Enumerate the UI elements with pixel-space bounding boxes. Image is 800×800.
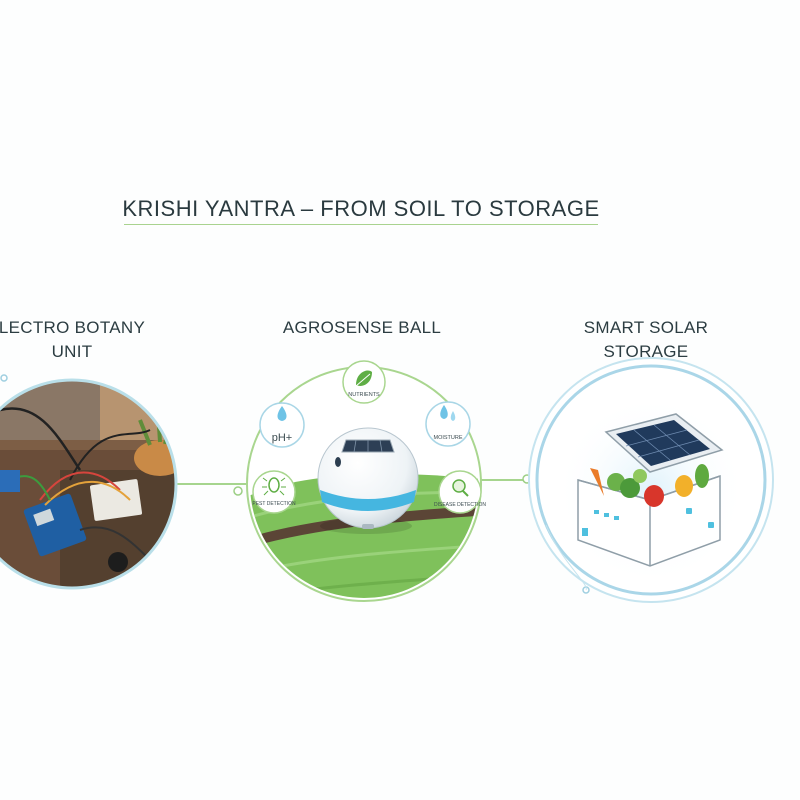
magnifier-icon [452,479,466,493]
electro-botany-unit-circle [0,378,178,590]
connector-node-left [233,486,243,496]
agrosense-ball-circle: NUTRIENTS pH+ MOISTURE PEST DETECTION DI… [246,360,486,602]
agrosense-ball-label-line1: AGROSENSE BALL [282,318,442,337]
bug-icon [268,477,280,493]
moisture-drop-icon [440,405,448,419]
smart-solar-storage-label-line1: SMART SOLAR [583,318,709,337]
moisture-badge: MOISTURE [425,401,471,447]
title-underline [124,224,598,225]
smart-solar-storage-label: SMART SOLAR STORAGE [546,316,746,364]
ph-label: pH+ [272,432,293,444]
electro-botany-label: LECTRO BOTANY UNIT [0,316,162,364]
agrosense-ball-device [317,427,419,534]
pest-detection-badge: PEST DETECTION [252,470,296,514]
smart-solar-storage-circle [528,357,774,603]
disease-detection-label: DISEASE DETECTION [434,502,486,508]
disease-detection-badge: DISEASE DETECTION [434,470,486,514]
solar-panel-icon [616,420,710,466]
electro-botany-ring [0,378,178,590]
connector-node-top-left [0,374,8,382]
diagram-title: KRISHI YANTRA – FROM SOIL TO STORAGE [122,196,600,221]
nutrients-label: NUTRIENTS [348,392,380,398]
pest-detection-label: PEST DETECTION [252,501,296,507]
solar-storage-box [577,413,724,567]
vegetables [590,464,709,507]
electro-botany-photo [0,380,176,588]
water-drop-icon [277,406,287,421]
moisture-label: MOISTURE [433,435,462,441]
smart-solar-storage-label-line2: STORAGE [603,342,689,361]
ph-badge: pH+ [259,402,305,448]
agrosense-ball-label: AGROSENSE BALL [262,316,462,340]
electro-botany-label-line1: LECTRO BOTANY [0,318,146,337]
nutrients-badge: NUTRIENTS [342,360,386,404]
electro-botany-label-line2: UNIT [51,342,93,361]
